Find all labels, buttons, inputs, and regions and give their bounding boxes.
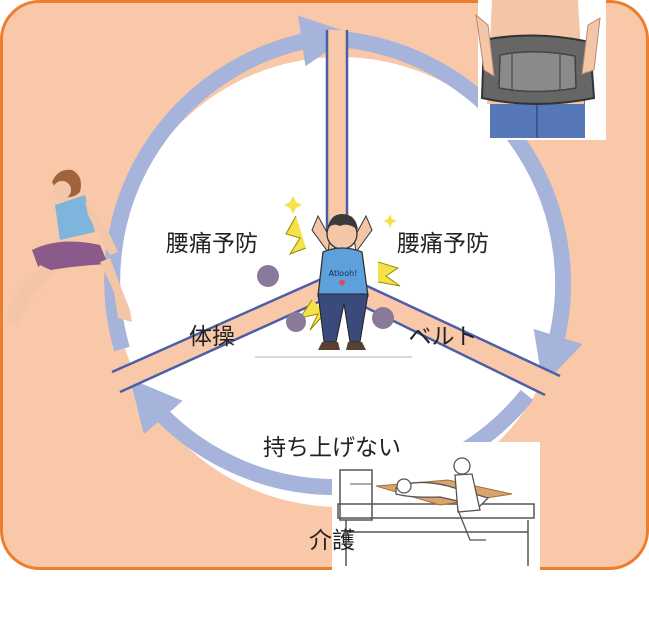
- center-shirt-text: Atlooh!: [329, 269, 358, 278]
- label-belt: 腰痛予防 ベルト: [388, 167, 498, 415]
- label-exercise-line1: 腰痛予防: [166, 231, 258, 257]
- diagram-canvas: Atlooh!: [0, 0, 649, 570]
- label-care: 持ち上げない 介護: [253, 371, 411, 619]
- prevention-cycle-diagram: Atlooh! 腰痛予防 体操 腰痛予防 ベルト 持ち上げない 介護: [0, 0, 649, 570]
- cycle-arrow-top-right: [347, 32, 583, 386]
- back-support-belt-illustration: [475, 0, 606, 140]
- back-pain-person-illustration: Atlooh!: [257, 196, 401, 350]
- stretching-person-illustration: [5, 169, 132, 325]
- label-belt-line2: ベルト: [408, 324, 478, 350]
- label-exercise: 腰痛予防 体操: [162, 167, 262, 415]
- label-exercise-line2: 体操: [189, 324, 235, 350]
- label-care-line2: 介護: [309, 528, 355, 554]
- bed-transfer-care-illustration: [332, 442, 540, 570]
- label-belt-line1: 腰痛予防: [397, 231, 489, 257]
- label-care-line1: 持ち上げない: [263, 435, 401, 461]
